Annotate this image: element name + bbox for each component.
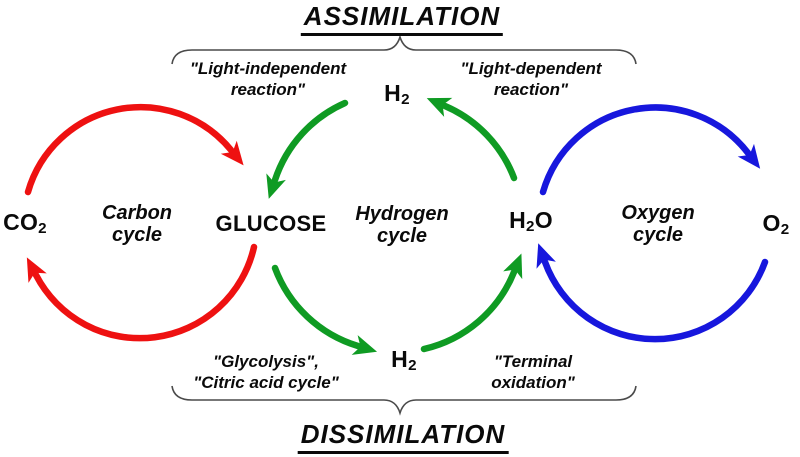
oxygen-arc-h2o-to-o2	[539, 104, 761, 196]
o2-formula: O	[762, 209, 781, 236]
light-independent-line1: "Light-independent	[189, 59, 347, 78]
light-dependent-label: "Light-dependent reaction"	[460, 58, 601, 100]
h2o-label: H2O	[509, 207, 553, 235]
light-dependent-line1: "Light-dependent	[460, 59, 602, 78]
co2-label: CO2	[3, 209, 47, 237]
co2-subscript: 2	[38, 220, 47, 238]
h2o-formula: H	[509, 206, 526, 233]
terminal-oxidation-line2: oxidation"	[491, 373, 575, 392]
hydrogen-cycle-label: Hydrogen cycle	[355, 203, 448, 247]
oxygen-cycle-label: Oxygen cycle	[621, 202, 694, 246]
carbon-cycle-line1: Carbon	[102, 202, 172, 224]
carbon-cycle-label: Carbon cycle	[102, 202, 172, 246]
dissimilation-heading: DISSIMILATION	[297, 419, 509, 454]
light-independent-line2: reaction"	[230, 80, 306, 99]
glycolysis-line2: "Citric acid cycle"	[193, 373, 339, 392]
carbon-arc-co2-to-glucose	[24, 103, 244, 196]
h2-bottom-subscript: 2	[408, 357, 417, 375]
terminal-oxidation-label: "Terminal oxidation"	[491, 351, 575, 393]
h2o-suffix: O	[534, 206, 553, 233]
hydrogen-arc-h2-top-to-glucose	[266, 99, 349, 199]
hydrogen-arc-glucose-to-h2-bottom	[271, 264, 378, 355]
h2-top-subscript: 2	[401, 91, 410, 109]
light-independent-label: "Light-independent reaction"	[190, 58, 346, 100]
carbon-arc-glucose-to-co2	[26, 243, 258, 342]
hydrogen-cycle-line2: cycle	[376, 225, 428, 247]
assimilation-brace	[171, 34, 637, 65]
dissimilation-brace	[171, 385, 637, 416]
hydrogen-arc-h2-bottom-to-h2o	[420, 253, 523, 353]
assimilation-heading: ASSIMILATION	[300, 1, 504, 36]
o2-subscript: 2	[780, 221, 790, 239]
hydrogen-cycle-line1: Hydrogen	[355, 203, 449, 225]
light-dependent-line2: reaction"	[493, 80, 569, 99]
o2-label: O2	[763, 210, 790, 238]
h2-top-formula: H	[384, 79, 402, 106]
h2-top-label: H2	[384, 80, 410, 108]
h2-bottom-formula: H	[391, 345, 409, 372]
co2-formula: CO	[3, 208, 39, 235]
carbon-cycle-line2: cycle	[111, 224, 163, 246]
oxygen-cycle-line2: cycle	[632, 224, 684, 246]
oxygen-cycle-line1: Oxygen	[621, 202, 695, 224]
oxygen-arc-o2-to-h2o	[536, 243, 769, 343]
glycolysis-label: "Glycolysis", "Citric acid cycle"	[193, 351, 339, 393]
terminal-oxidation-line1: "Terminal	[493, 352, 573, 371]
h2o-subscript: 2	[525, 218, 535, 236]
glycolysis-line1: "Glycolysis",	[213, 352, 319, 371]
hydrogen-arc-h2o-to-h2-top	[426, 97, 518, 182]
glucose-text: GLUCOSE	[215, 211, 327, 236]
glucose-label: GLUCOSE	[216, 211, 327, 237]
h2-bottom-label: H2	[391, 346, 417, 374]
